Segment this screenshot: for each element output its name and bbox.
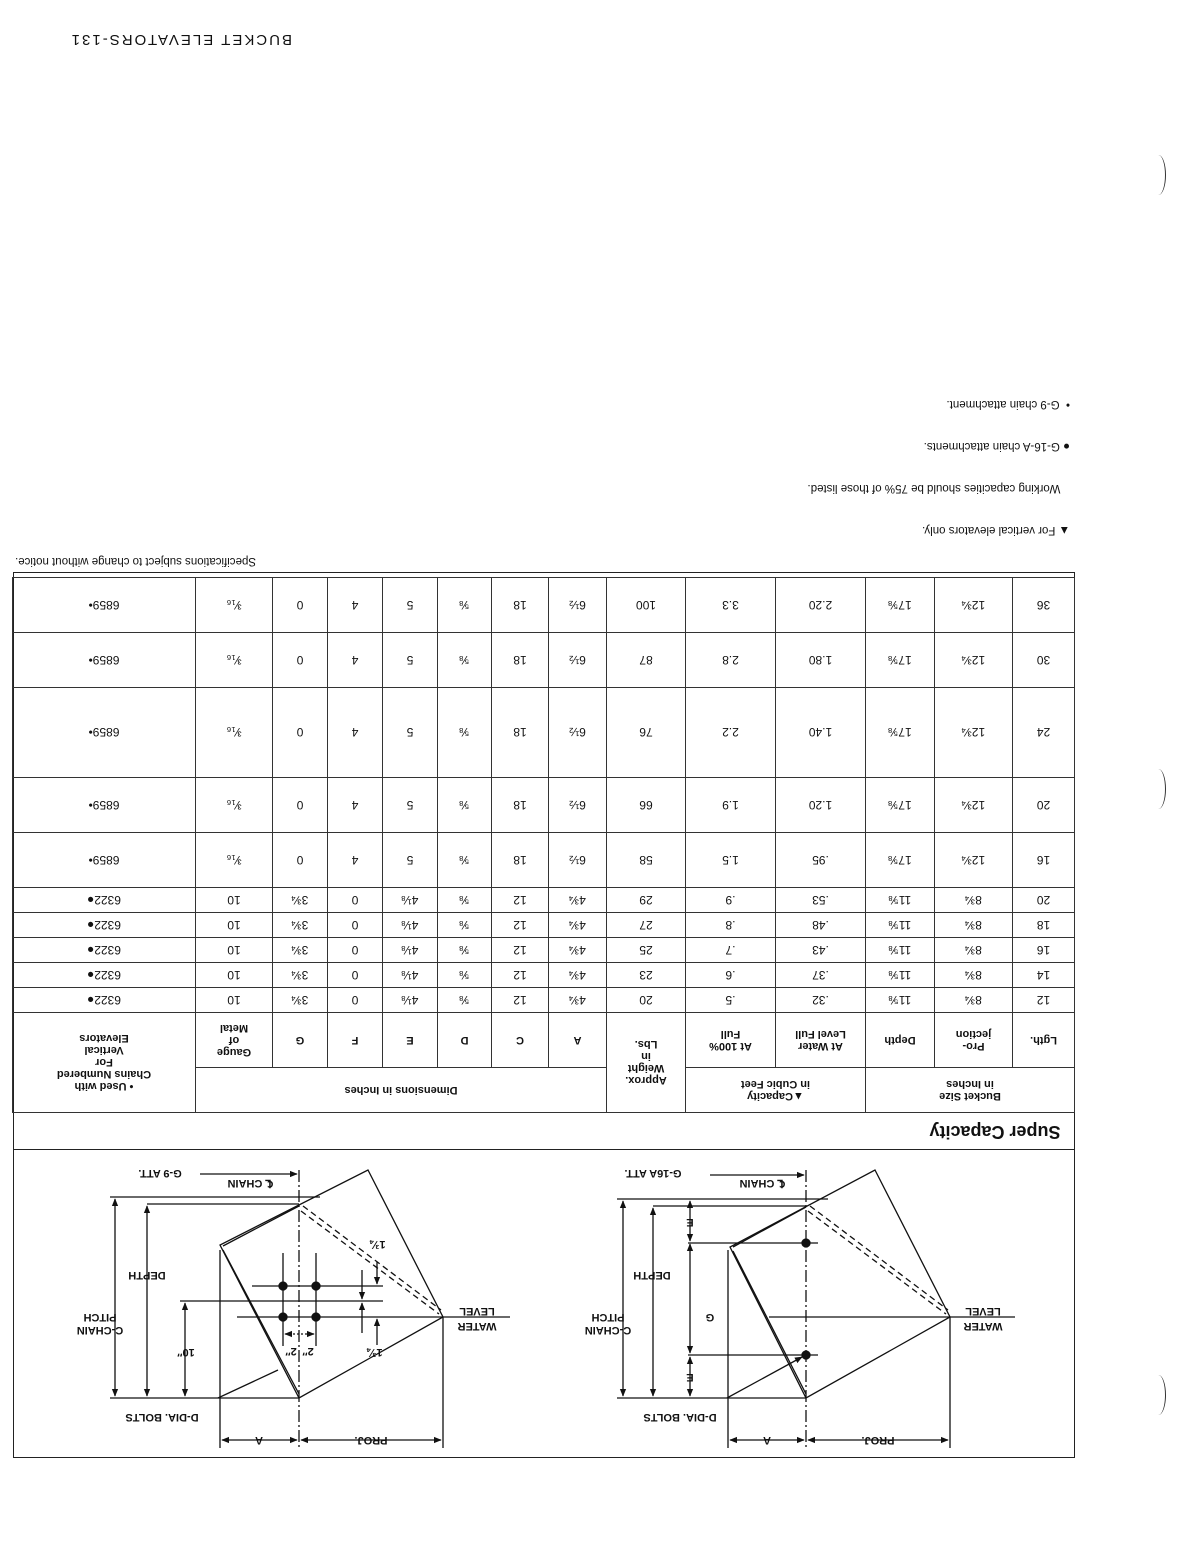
bucket-inner-line [732, 1206, 807, 1248]
chain-pitch-label: PITCH [83, 1311, 116, 1323]
bolt-hole [801, 1238, 811, 1248]
bucket-inner-line [222, 1249, 300, 1395]
bucket-outline [729, 1169, 951, 1399]
proj-label: PROJ. [354, 1434, 387, 1446]
bucket-inner-line [732, 1250, 807, 1395]
chain-label: ℄ CHAIN [739, 1177, 785, 1189]
bucket-dashed-line [302, 1205, 442, 1311]
bolts-label: D-DIA. BOLTS [125, 1411, 198, 1423]
bucket-dashed-line [807, 1210, 947, 1315]
bolt-leader [726, 1356, 803, 1399]
bolt-hole [278, 1312, 288, 1322]
e-label: E [686, 1216, 693, 1228]
bolt-leader [217, 1369, 279, 1399]
chain-pitch-label: C-CHAIN [585, 1324, 631, 1336]
bolt-spacing-label: 2″ [285, 1345, 297, 1357]
bolts-label: D-DIA. BOLTS [643, 1411, 716, 1423]
diagram-g9 [110, 1169, 510, 1448]
g-label: G [706, 1311, 715, 1323]
chain-pitch-label: PITCH [591, 1311, 624, 1323]
a-label: A [255, 1434, 263, 1446]
water-label: WATER [457, 1320, 496, 1332]
level-label: LEVEL [459, 1305, 495, 1317]
bolt-hole [311, 1312, 321, 1322]
bucket-inner-line [222, 1205, 300, 1247]
bolt-offset-label: 1¾ [367, 1346, 383, 1358]
chain-pitch-label: C-CHAIN [77, 1324, 123, 1336]
proj-label: PROJ. [861, 1434, 894, 1446]
bolt-hole [801, 1350, 811, 1360]
a-label: A [763, 1434, 771, 1446]
bucket-dashed-line [809, 1205, 949, 1311]
bolt-spacing-label: 2″ [302, 1345, 314, 1357]
chain-label: ℄ CHAIN [227, 1177, 273, 1189]
depth-label: DEPTH [128, 1269, 165, 1281]
bucket-dashed-line [300, 1210, 440, 1315]
water-label: WATER [963, 1320, 1002, 1332]
level-label: LEVEL [965, 1305, 1001, 1317]
attachment-label: G-16A ATT. [624, 1167, 681, 1179]
diagram-g16a [617, 1169, 1015, 1448]
bolt-hole [311, 1281, 321, 1291]
bolt-offset-label: 1¾ [370, 1238, 386, 1250]
bolt-hole [278, 1281, 288, 1291]
attachment-label: G-9 ATT. [138, 1167, 181, 1179]
depth-label: DEPTH [633, 1269, 670, 1281]
ten-inch-label: 10″ [177, 1346, 195, 1358]
e-label: E [686, 1371, 693, 1383]
